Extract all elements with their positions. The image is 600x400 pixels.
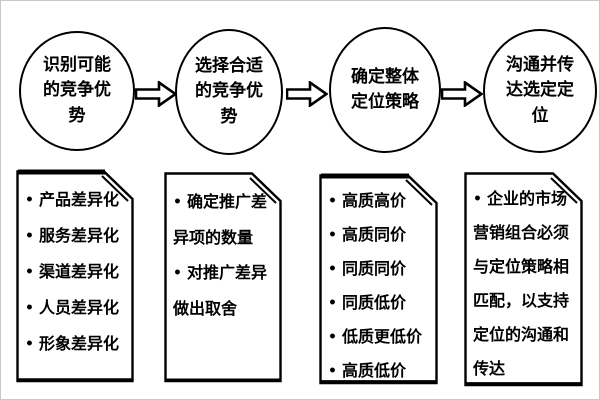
detail-box-promotion-choices: •确定推广差异项的数量 •对推广差异做出取舍 <box>164 171 282 383</box>
detail-box-value-positioning: •高质高价 •高质同价 •同质同价 •同质低价 •低质更低价 •高质低价 <box>319 173 438 385</box>
flow-arrow-3 <box>440 80 484 108</box>
list-item: •人员差异化 <box>25 290 128 326</box>
list-item: •对推广差异做出取舍 <box>173 255 276 326</box>
stage-label-line: 达选定定 <box>506 80 574 101</box>
bullet-icon: • <box>25 336 34 352</box>
bullet-icon: • <box>328 329 337 345</box>
box-item-list: •企业的市场营销组合必须与定位策略相匹配，以支持定位的沟通和传达 <box>464 171 583 387</box>
flow-arrow-2 <box>285 80 329 108</box>
list-item: •确定推广差异项的数量 <box>173 184 276 255</box>
stage-label-line: 的竞争优 <box>43 80 111 101</box>
list-item-text: 同质同价 <box>341 259 406 278</box>
stage-ellipse-select-advantages: 选择合适 的竞争优 势 <box>175 29 283 155</box>
bullet-icon: • <box>328 261 337 277</box>
list-item: •产品差异化 <box>25 182 128 218</box>
list-item-text: 确定推广差异项的数量 <box>173 192 267 247</box>
list-item-text: 人员差异化 <box>38 298 119 317</box>
bullet-icon: • <box>173 265 182 281</box>
stage-label-line: 势 <box>68 105 86 126</box>
detail-box-differentiation: •产品差异化 •服务差异化 •渠道差异化 •人员差异化 •形象差异化 <box>16 169 134 383</box>
list-item: •高质同价 <box>328 218 432 252</box>
stage-label-line: 势 <box>220 106 238 127</box>
list-item: •企业的市场营销组合必须与定位策略相匹配，以支持定位的沟通和传达 <box>473 182 577 386</box>
list-item: •高质低价 <box>328 354 432 388</box>
bullet-icon: • <box>25 264 34 280</box>
bullet-icon: • <box>328 363 337 379</box>
list-item-text: 服务差异化 <box>38 226 119 245</box>
list-item-text: 低质更低价 <box>341 327 422 346</box>
bullet-icon: • <box>25 228 34 244</box>
bullet-icon: • <box>473 191 482 207</box>
list-item-text: 高质低价 <box>341 361 406 380</box>
list-item: •高质高价 <box>328 184 432 218</box>
box-item-list: •高质高价 •高质同价 •同质同价 •同质低价 •低质更低价 •高质低价 <box>319 173 438 385</box>
flow-arrow-1 <box>134 80 178 108</box>
list-item-text: 同质低价 <box>341 293 406 312</box>
folded-corner-page-icon <box>319 173 438 385</box>
detail-box-marketing-mix: •企业的市场营销组合必须与定位策略相匹配，以支持定位的沟通和传达 <box>464 171 583 387</box>
stage-label-line: 定位策略 <box>351 92 419 112</box>
stage-label-line: 沟通并传 <box>506 54 574 75</box>
stage-label-line: 选择合适 <box>195 55 263 76</box>
box-item-list: •确定推广差异项的数量 •对推广差异做出取舍 <box>164 171 282 383</box>
stage-ellipse-identify-advantages: 识别可能 的竞争优 势 <box>19 31 135 151</box>
list-item: •形象差异化 <box>25 326 128 362</box>
stage-ellipse-determine-strategy: 确定整体 定位策略 <box>329 27 441 153</box>
list-item: •低质更低价 <box>328 320 432 354</box>
folded-corner-page-icon <box>16 169 134 383</box>
bullet-icon: • <box>173 194 182 210</box>
bullet-icon: • <box>25 192 34 208</box>
stage-label-line: 位 <box>531 105 549 126</box>
list-item-text: 高质高价 <box>341 191 406 210</box>
bullet-icon: • <box>328 295 337 311</box>
folded-corner-page-icon <box>164 172 282 383</box>
list-item-text: 渠道差异化 <box>38 262 119 281</box>
stage-label-line: 识别可能 <box>43 54 111 75</box>
stage-label-line: 的竞争优 <box>195 81 263 102</box>
right-arrow-icon <box>440 80 484 108</box>
list-item-text: 形象差异化 <box>38 334 119 353</box>
right-arrow-icon <box>134 80 178 108</box>
bullet-icon: • <box>25 300 34 316</box>
list-item-text: 产品差异化 <box>38 190 119 209</box>
bullet-icon: • <box>328 227 337 243</box>
list-item-text: 高质同价 <box>341 225 406 244</box>
bullet-icon: • <box>328 193 337 209</box>
folded-corner-page-icon <box>464 172 583 387</box>
stage-label-line: 确定整体 <box>351 66 419 87</box>
list-item-text: 对推广差异做出取舍 <box>173 263 267 318</box>
stage-ellipse-communicate-positioning: 沟通并传 达选定定 位 <box>483 29 597 153</box>
list-item-text: 企业的市场营销组合必须与定位策略相匹配，以支持定位的沟通和传达 <box>473 189 570 378</box>
list-item: •同质同价 <box>328 252 432 286</box>
list-item: •同质低价 <box>328 286 432 320</box>
box-item-list: •产品差异化 •服务差异化 •渠道差异化 •人员差异化 •形象差异化 <box>16 169 134 383</box>
right-arrow-icon <box>285 80 329 108</box>
list-item: •服务差异化 <box>25 218 128 254</box>
list-item: •渠道差异化 <box>25 254 128 290</box>
